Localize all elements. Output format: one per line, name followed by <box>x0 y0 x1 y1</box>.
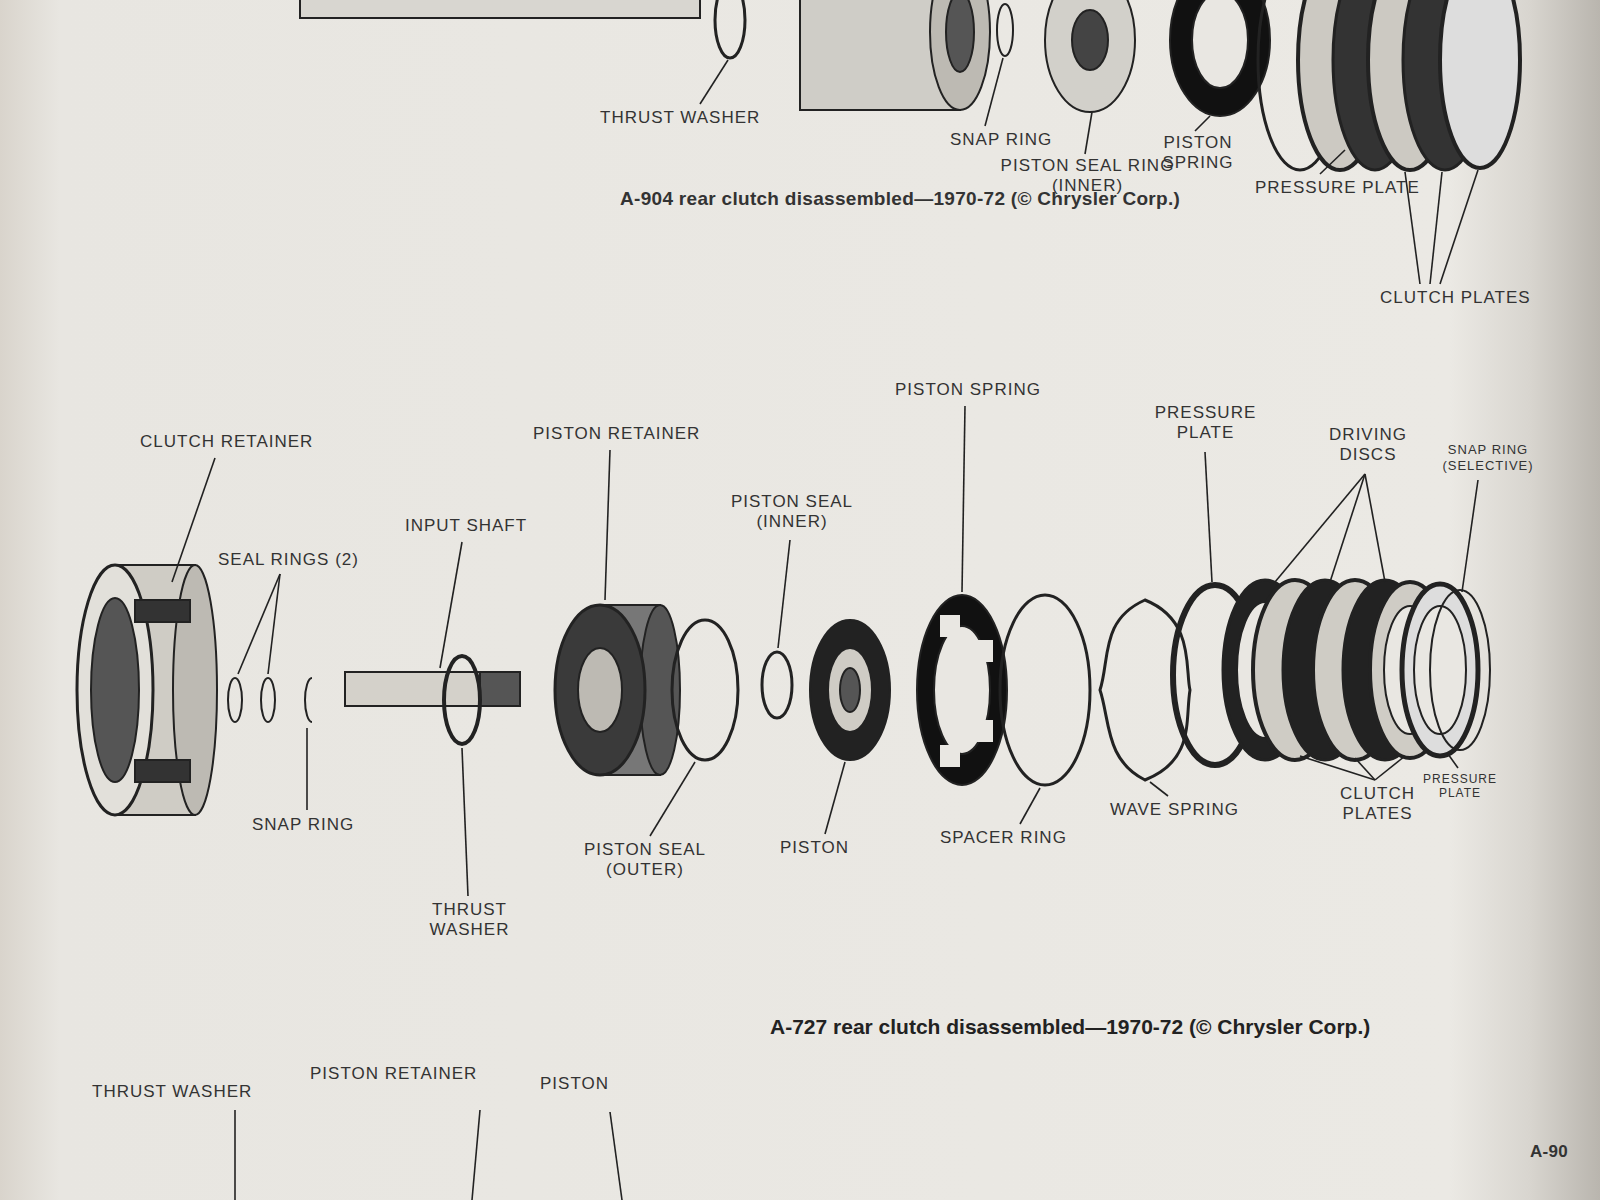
part-label: INPUT SHAFT <box>405 516 527 536</box>
part-label: PRESSURE PLATE <box>1420 772 1500 801</box>
part-label: SEAL RINGS (2) <box>218 550 359 570</box>
part-label: PISTON SEAL (INNER) <box>712 492 872 533</box>
part-label: CLUTCH PLATES <box>1380 288 1531 308</box>
part-label: THRUST WASHER <box>600 108 760 128</box>
page-number: A-90 <box>1530 1142 1568 1162</box>
part-label: PISTON <box>540 1074 609 1094</box>
part-label: SNAP RING (SELECTIVE) <box>1432 442 1544 473</box>
part-label: CLUTCH PLATES <box>1330 784 1425 825</box>
part-label: SPACER RING <box>940 828 1067 848</box>
part-label: PISTON SPRING <box>895 380 1041 400</box>
part-label: WAVE SPRING <box>1110 800 1239 820</box>
part-label: PRESSURE PLATE <box>1255 178 1420 198</box>
part-label: PRESSURE PLATE <box>1148 403 1263 444</box>
part-label: THRUST WASHER <box>412 900 527 941</box>
figure-caption: A-904 rear clutch disassembled—1970-72 (… <box>620 188 1180 211</box>
part-label: PISTON <box>780 838 849 858</box>
part-label: PISTON RETAINER <box>310 1064 477 1084</box>
figure-caption: A-727 rear clutch disassembled—1970-72 (… <box>770 1015 1370 1039</box>
part-label: PISTON RETAINER <box>533 424 700 444</box>
part-label: PISTON SPRING <box>1148 133 1248 174</box>
part-label: DRIVING DISCS <box>1318 425 1418 466</box>
part-label: SNAP RING <box>950 130 1052 150</box>
part-label: PISTON SEAL (OUTER) <box>565 840 725 881</box>
part-label: CLUTCH RETAINER <box>140 432 313 452</box>
part-label: THRUST WASHER <box>92 1082 252 1102</box>
part-label: SNAP RING <box>252 815 354 835</box>
